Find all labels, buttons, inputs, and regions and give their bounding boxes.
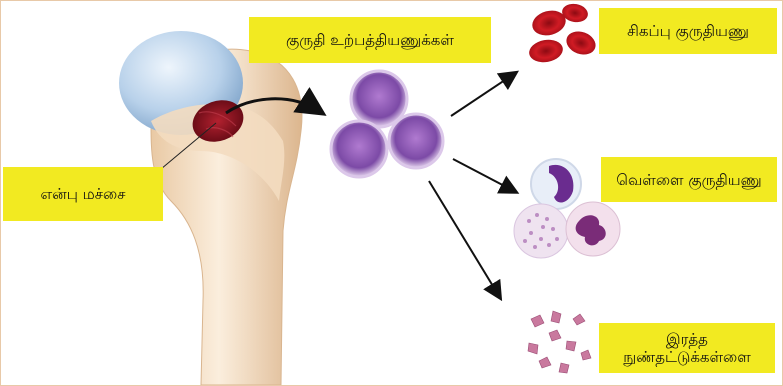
bone-marrow-label: என்பு மச்சை <box>3 167 163 221</box>
platelets-illustration <box>528 311 591 373</box>
stem-cells-illustration <box>331 71 443 177</box>
arrow-icon <box>429 181 499 296</box>
red-blood-cells-illustration <box>527 2 599 65</box>
platelets-label-line2: நுண்தட்டுக்கள்ளை <box>623 348 751 366</box>
platelets-label: இரத்த நுண்தட்டுக்கள்ளை <box>599 323 775 373</box>
red-blood-cells-label: சிகப்பு குருதியணு <box>599 8 777 54</box>
arrow-icon <box>451 74 514 116</box>
white-blood-cells-label: வெள்ளை குருதியணு <box>601 157 777 202</box>
stem-cells-label: குருதி உற்பத்தியணுக்கள் <box>249 17 491 63</box>
arrow-icon <box>453 159 514 191</box>
platelets-label-line1: இரத்த <box>666 330 708 348</box>
